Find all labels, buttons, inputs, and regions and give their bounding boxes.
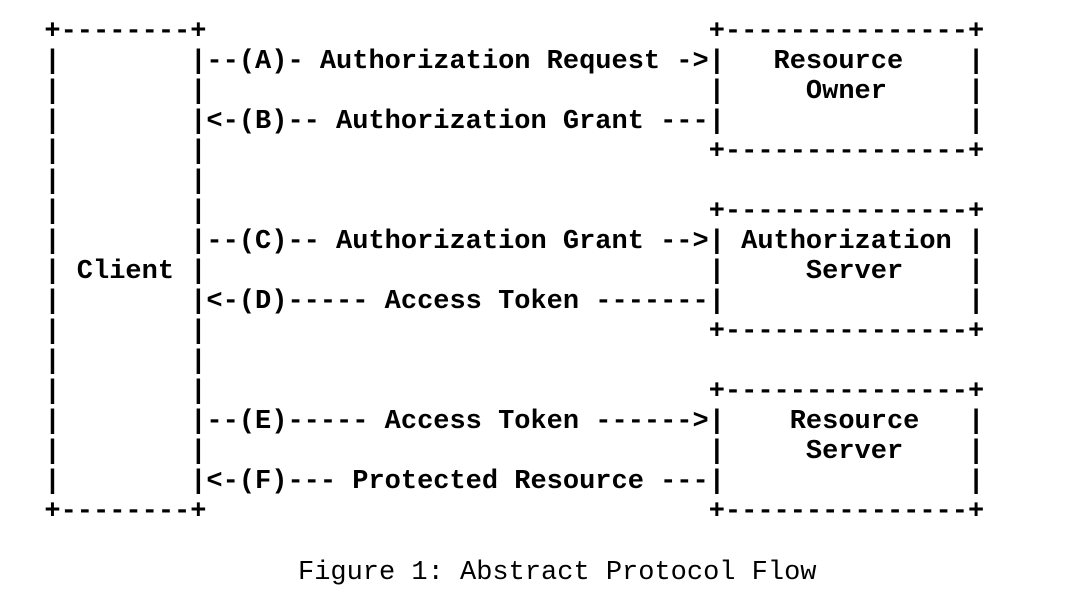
figure-caption: Figure 1: Abstract Protocol Flow — [298, 558, 817, 588]
ascii-protocol-flow-diagram: +--------+ +---------------+ | |--(A)- A… — [44, 17, 985, 527]
